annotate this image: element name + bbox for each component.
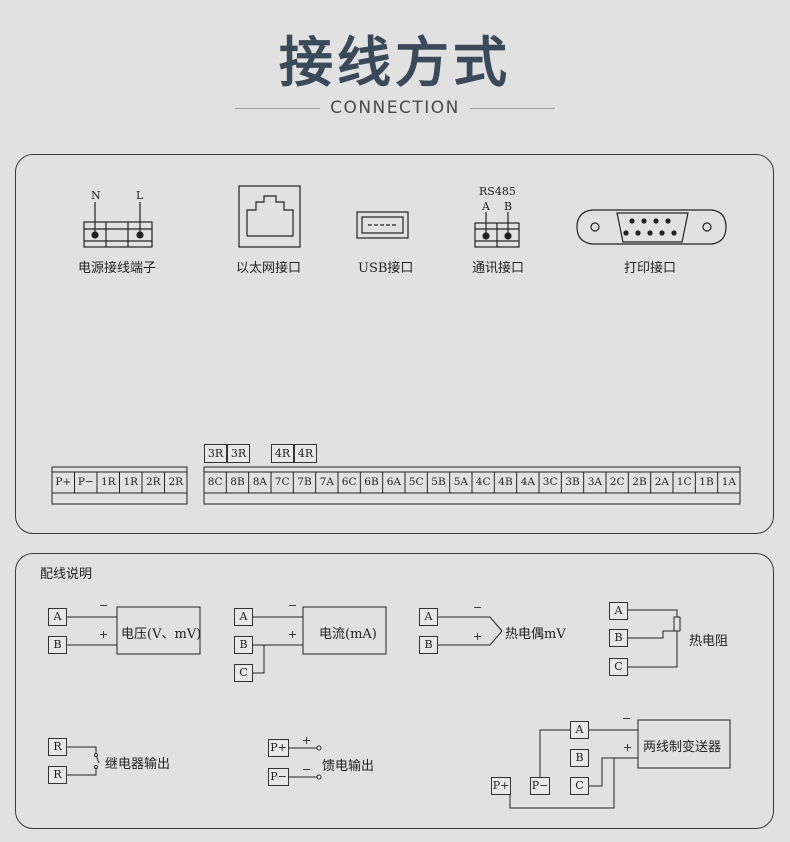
divider-left xyxy=(235,108,320,109)
terminal-label: 6A xyxy=(386,476,401,488)
power-n-label: N xyxy=(91,189,101,202)
current-a-terminal: A xyxy=(234,608,253,626)
terminal-label: 2A xyxy=(654,476,669,488)
wiring-lines xyxy=(67,606,731,809)
current-label: 电流(mA) xyxy=(319,627,377,642)
transmitter-b-terminal: B xyxy=(570,749,589,767)
voltage-a-terminal: A xyxy=(48,608,67,626)
transmitter-minus: − xyxy=(622,712,632,725)
terminal-label: P− xyxy=(77,476,94,488)
right-terminal-strip xyxy=(203,466,741,505)
current-b-terminal: B xyxy=(234,636,253,654)
current-plus: + xyxy=(288,628,298,641)
terminal-label: 1C xyxy=(676,476,692,488)
power-l-label: L xyxy=(136,189,144,202)
transmitter-c-terminal: C xyxy=(570,777,589,795)
voltage-plus: + xyxy=(99,628,109,641)
terminal-tag: 3R xyxy=(204,444,227,463)
transmitter-p2-terminal: P− xyxy=(530,777,550,795)
terminal-label: 2R xyxy=(168,476,184,488)
terminal-label: 1R xyxy=(123,476,139,488)
divider-right xyxy=(470,108,555,109)
relay-label: 继电器输出 xyxy=(105,757,171,772)
printer-port-icon xyxy=(576,209,727,245)
ethernet-port-label: 以太网接口 xyxy=(236,261,302,276)
thermocouple-a-terminal: A xyxy=(419,608,438,626)
current-c-terminal: C xyxy=(234,664,253,682)
terminal-tag: 4R xyxy=(294,444,317,463)
terminal-tag: 3R xyxy=(227,444,250,463)
terminal-label: 8A xyxy=(252,476,267,488)
voltage-b-terminal: B xyxy=(48,636,67,654)
voltage-minus: − xyxy=(99,599,109,612)
terminal-label: 1R xyxy=(100,476,116,488)
current-minus: − xyxy=(288,599,298,612)
rtd-a-terminal: A xyxy=(609,602,628,620)
terminal-label: 7C xyxy=(274,476,290,488)
thermocouple-minus: − xyxy=(473,601,483,614)
relay-r1-terminal: R xyxy=(48,738,67,756)
terminal-label: 7B xyxy=(297,476,312,488)
feed-plus: + xyxy=(302,734,312,747)
terminal-label: 5B xyxy=(431,476,446,488)
terminal-label: 4C xyxy=(475,476,491,488)
terminal-label: 1A xyxy=(721,476,736,488)
rtd-b-terminal: B xyxy=(609,629,628,647)
terminal-label: 8C xyxy=(207,476,223,488)
terminal-label: 3C xyxy=(542,476,558,488)
terminal-label: 7A xyxy=(319,476,334,488)
transmitter-p1-terminal: P+ xyxy=(491,777,511,795)
page-title: 接线方式 xyxy=(279,31,511,94)
feed-label: 馈电输出 xyxy=(322,759,375,774)
printer-port-label: 打印接口 xyxy=(624,261,677,276)
terminal-label: 2B xyxy=(632,476,647,488)
usb-port-label: USB接口 xyxy=(358,261,414,276)
thermocouple-b-terminal: B xyxy=(419,636,438,654)
voltage-label: 电压(V、mV) xyxy=(121,627,202,642)
wiring-panel xyxy=(15,553,774,829)
terminal-label: 4B xyxy=(498,476,513,488)
wiring-heading: 配线说明 xyxy=(40,567,93,582)
transmitter-a-terminal: A xyxy=(570,721,589,739)
relay-r2-terminal: R xyxy=(48,766,67,784)
power-port-label: 电源接线端子 xyxy=(78,261,157,276)
terminal-tag: 4R xyxy=(271,444,294,463)
terminal-label: 3A xyxy=(587,476,602,488)
terminal-label: 8B xyxy=(230,476,245,488)
rs485-label: RS485 xyxy=(479,185,516,198)
ethernet-port-icon xyxy=(238,185,301,248)
rs485-a-label: A xyxy=(482,200,490,213)
transmitter-label: 两线制变送器 xyxy=(643,740,722,755)
left-terminal-strip xyxy=(51,466,188,505)
terminal-label: 2R xyxy=(145,476,161,488)
terminal-label: 5A xyxy=(453,476,468,488)
rs485-b-label: B xyxy=(504,200,513,213)
terminal-label: 5C xyxy=(408,476,424,488)
thermocouple-plus: + xyxy=(473,630,483,643)
terminal-label: P+ xyxy=(55,476,72,488)
terminal-label: 4A xyxy=(520,476,535,488)
comm-port-label: 通讯接口 xyxy=(472,261,525,276)
usb-port-icon xyxy=(356,211,409,239)
rtd-label: 热电阻 xyxy=(689,634,729,649)
terminal-label: 6B xyxy=(364,476,379,488)
terminal-label: 3B xyxy=(565,476,580,488)
terminal-label: 2C xyxy=(609,476,625,488)
feed-p2-terminal: P− xyxy=(268,768,289,786)
transmitter-plus: + xyxy=(623,741,633,754)
page-subtitle: CONNECTION xyxy=(330,98,460,118)
feed-minus: − xyxy=(302,763,312,776)
connection-panel xyxy=(15,154,774,534)
terminal-label: 1B xyxy=(699,476,714,488)
power-terminal-icon xyxy=(83,202,153,248)
terminal-label: 6C xyxy=(341,476,357,488)
feed-p1-terminal: P+ xyxy=(268,739,289,757)
rs485-terminal-icon xyxy=(474,212,520,248)
rtd-c-terminal: C xyxy=(609,658,628,676)
thermocouple-label: 热电偶mV xyxy=(505,627,566,642)
